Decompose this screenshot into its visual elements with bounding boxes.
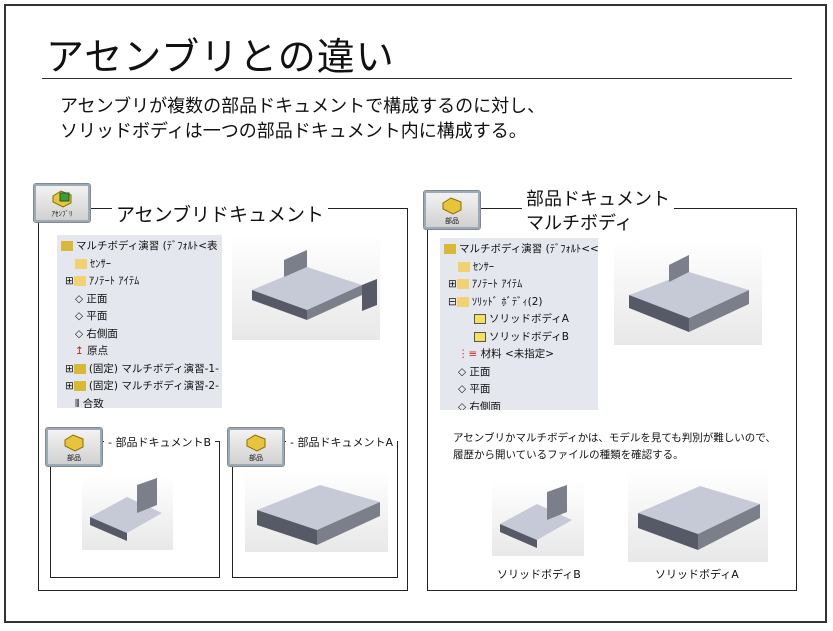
plane-icon: ◇ — [458, 400, 467, 411]
part-b-heading: - 部品ドキュメントB — [104, 434, 216, 450]
tree-item[interactable]: ⫴ 合致 — [75, 397, 104, 409]
folder-icon — [458, 261, 470, 272]
origin-icon: ↥ — [75, 345, 84, 357]
tree-item[interactable]: ◇ 右側面 — [75, 327, 118, 340]
multibody-heading: 部品ドキュメントマルチボディ — [522, 188, 674, 236]
assembly-heading: アセンブリドキュメント — [112, 200, 329, 227]
plane-icon: ◇ — [75, 327, 84, 340]
plane-icon: ◇ — [458, 383, 467, 395]
tree-item[interactable]: ◇ 右側面 — [444, 399, 594, 411]
note-text: アセンブリかマルチボディかは、モデルを見ても判別が難しいので、履歴から開いている… — [453, 432, 776, 461]
title-divider — [42, 78, 792, 79]
part-a-button[interactable]: 部品 — [227, 427, 285, 467]
part-icon — [444, 244, 456, 254]
part-icon — [73, 381, 86, 391]
tree-item[interactable]: ◇ 平面 — [458, 383, 491, 395]
connector-line — [482, 208, 522, 209]
assembly-model-image — [232, 235, 380, 340]
solid-body-a-image — [628, 468, 768, 562]
subtitle-line-1: アセンブリが複数の部品ドキュメントで構成するのに対し、 — [60, 96, 546, 117]
tree-item[interactable]: マルチボディ演習 (ﾃﾞﾌｫﾙﾄ<< — [444, 241, 598, 259]
part-icon — [246, 434, 266, 452]
tree-item[interactable]: ◇ 正面 — [75, 292, 108, 305]
subtitle-line-2: ソリッドボディは一つの部品ドキュメント内に構成する。 — [60, 121, 527, 142]
assembly-button[interactable]: ｱｾﾝﾌﾞﾘ — [33, 183, 91, 223]
tree-item[interactable]: ◇ 平面 — [75, 310, 108, 322]
part-icon — [64, 434, 84, 452]
plane-icon: ◇ — [75, 310, 84, 322]
tree-item[interactable]: ↥ 原点 — [75, 345, 109, 357]
solid-body-icon — [474, 331, 486, 342]
solid-body-a-caption: ソリッドボディA — [655, 568, 739, 581]
tree-item[interactable]: マルチボディ演習 (ﾃﾞﾌｫﾙﾄ<表 — [61, 238, 218, 256]
tree-item[interactable]: ⋮≡ 材料 <未指定> — [458, 348, 555, 360]
solid-body-b-image — [492, 482, 584, 556]
solid-body-icon — [474, 314, 486, 324]
folder-icon — [75, 258, 87, 269]
assembly-feature-tree: マルチボディ演習 (ﾃﾞﾌｫﾙﾄ<表 ｾﾝｻｰ ⊞ｱﾉﾃｰﾄ ｱｲﾃﾑ ◇ 正面… — [57, 235, 222, 408]
tree-item[interactable]: ⊞ｱﾉﾃｰﾄ ｱｲﾃﾑ — [448, 278, 523, 290]
part-b-image — [82, 475, 173, 550]
tree-item[interactable]: ｾﾝｻｰ — [444, 259, 594, 277]
plane-icon: ◇ — [75, 292, 84, 305]
solid-body-b-caption: ソリッドボディB — [497, 568, 581, 581]
part-b-button[interactable]: 部品 — [45, 427, 103, 467]
material-icon: ⋮≡ — [458, 348, 478, 360]
mate-icon: ⫴ — [75, 397, 80, 409]
assembly-icon — [52, 190, 72, 208]
assembly-button-label: ｱｾﾝﾌﾞﾘ — [51, 210, 73, 218]
multibody-feature-tree: マルチボディ演習 (ﾃﾞﾌｫﾙﾄ<< ｾﾝｻｰ ⊞ｱﾉﾃｰﾄ ｱｲﾃﾑ ⊟ｿﾘｯ… — [440, 238, 598, 410]
tree-item[interactable]: ◇ 正面 — [458, 365, 491, 378]
page-title: アセンブリとの違い — [46, 35, 395, 79]
tree-item[interactable]: ｾﾝｻｰ — [61, 256, 218, 274]
plane-icon: ◇ — [458, 365, 467, 378]
annotation-icon — [73, 276, 86, 286]
assembly-icon — [61, 241, 73, 251]
tree-item[interactable]: ⊞ｱﾉﾃｰﾄ ｱｲﾃﾑ — [65, 275, 140, 287]
part-a-heading: - 部品ドキュメントA — [286, 434, 397, 450]
part-a-image — [245, 470, 388, 552]
multibody-model-image — [614, 240, 762, 345]
tree-item[interactable]: ⊟ｿﾘｯﾄﾞ ﾎﾞﾃﾞｨ(2) — [448, 295, 543, 308]
part-button[interactable]: 部品 — [423, 190, 481, 230]
tree-item[interactable]: ソリッドボディB — [444, 329, 594, 347]
annotation-icon — [456, 279, 469, 289]
tree-item[interactable]: ソリッドボディA — [444, 311, 594, 329]
tree-item[interactable]: ⊞(固定) マルチボディ演習-2- — [65, 380, 219, 392]
slide-frame — [4, 4, 827, 623]
part-icon — [73, 363, 86, 374]
solid-bodies-folder-icon — [456, 296, 469, 307]
connector-line — [92, 208, 112, 209]
part-icon — [442, 197, 462, 215]
tree-item[interactable]: ⊞(固定) マルチボディ演習-1- — [65, 362, 219, 375]
